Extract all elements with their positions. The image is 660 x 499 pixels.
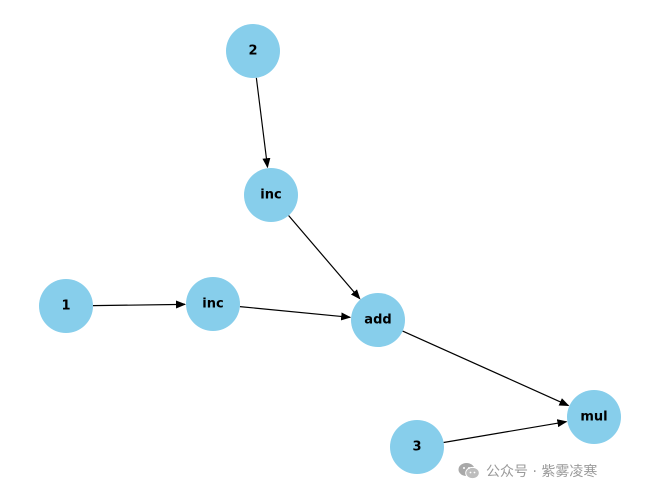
node-inc1: inc <box>244 168 298 222</box>
edges <box>92 77 570 444</box>
node-circle <box>351 293 405 347</box>
node-n1: 1 <box>39 279 93 333</box>
node-label: 1 <box>61 299 70 314</box>
edge-n1-to-inc2 <box>92 300 187 309</box>
node-circle <box>567 390 621 444</box>
node-label: 2 <box>248 44 257 59</box>
edge-n2-to-inc1 <box>255 77 271 169</box>
nodes: 2 inc 1 inc add 3 mul <box>39 24 621 474</box>
edge-inc2-to-add <box>239 306 352 321</box>
node-label: add <box>364 313 391 328</box>
node-inc2: inc <box>186 277 240 331</box>
wechat-icon <box>458 463 480 480</box>
node-n2: 2 <box>226 24 280 78</box>
node-label: inc <box>260 188 281 203</box>
node-add: add <box>351 293 405 347</box>
watermark-text: 公众号 · 紫雾凌寒 <box>486 464 598 480</box>
node-label: 3 <box>412 440 421 455</box>
node-circle <box>186 277 240 331</box>
edge-n3-to-mul <box>443 419 568 444</box>
node-circle <box>39 279 93 333</box>
node-circle <box>390 420 444 474</box>
node-label: mul <box>580 410 607 425</box>
node-label: inc <box>202 297 223 312</box>
node-circle <box>244 168 298 222</box>
edge-inc1-to-add <box>288 215 361 300</box>
watermark: 公众号 · 紫雾凌寒 <box>458 460 597 482</box>
node-circle <box>226 24 280 78</box>
node-mul: mul <box>567 390 621 444</box>
edge-add-to-mul <box>402 330 570 407</box>
node-n3: 3 <box>390 420 444 474</box>
